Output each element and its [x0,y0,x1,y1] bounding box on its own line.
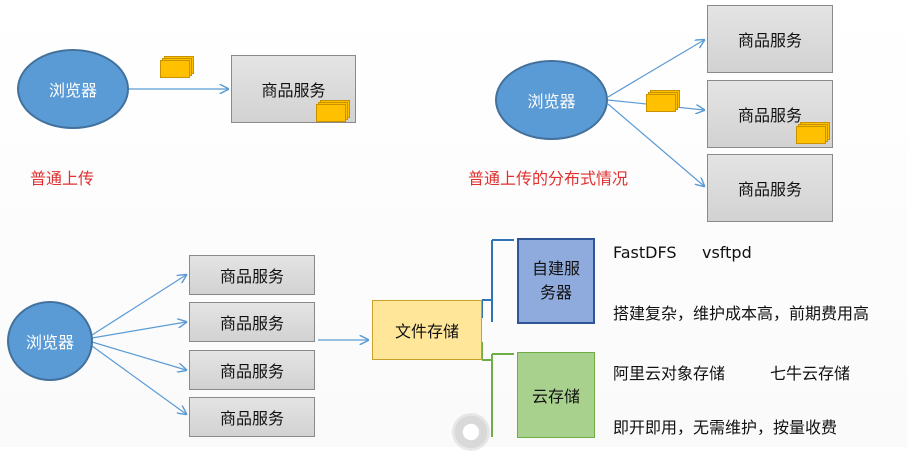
arrow-bottom-4 [91,345,186,414]
service-label: 商品服务 [737,106,802,125]
browser-node-bottom: 浏览器 [7,301,93,381]
file-icon [646,90,680,112]
service-label: 商品服务 [737,180,802,199]
browser-node-top-left: 浏览器 [17,49,129,129]
service-node-bottom-3: 商品服务 [189,350,315,390]
service-node-top-right-1: 商品服务 [707,5,833,73]
browser-node-top-right: 浏览器 [495,60,608,140]
browser-label: 浏览器 [48,81,97,100]
browser-label: 浏览器 [25,333,74,352]
self-built-server-node: 自建服务器 [517,238,595,324]
caption-normal-upload: 普通上传 [30,169,95,188]
bracket-cloud [481,342,514,437]
arrow-bottom-1 [91,275,186,336]
file-storage-label: 文件存储 [394,322,459,341]
arrow-bottom-2 [91,322,186,339]
arrow-bottom-3 [91,341,186,370]
service-label: 商品服务 [219,267,284,286]
service-label: 商品服务 [219,362,284,381]
service-node-top-right-3: 商品服务 [707,154,833,222]
service-label: 商品服务 [219,409,284,428]
file-icon [160,56,194,78]
arrow-top-right-3 [607,103,704,186]
cursor-highlight-icon [452,413,490,451]
service-label: 商品服务 [261,81,326,100]
cloud-note: 即开即用，无需维护，按量收费 [613,418,838,437]
file-icon [316,100,350,122]
tool-fastdfs: FastDFS [613,243,677,262]
cloud-label: 云存储 [531,387,580,406]
service-node-bottom-2: 商品服务 [189,302,315,342]
self-built-note: 搭建复杂，维护成本高，前期费用高 [613,304,870,323]
file-icon [796,122,830,144]
bracket-self-built [482,239,514,322]
cloud-option-aliyun: 阿里云对象存储 [613,364,726,383]
cloud-option-qiniu: 七牛云存储 [770,364,851,383]
service-label: 商品服务 [737,31,802,50]
browser-label: 浏览器 [527,92,576,111]
file-storage-node: 文件存储 [372,300,482,360]
service-node-bottom-1: 商品服务 [189,255,315,295]
service-label: 商品服务 [219,314,284,333]
tool-vsftpd: vsftpd [702,243,752,262]
caption-distributed-upload: 普通上传的分布式情况 [468,169,629,188]
cloud-storage-node: 云存储 [517,352,595,438]
self-built-label: 自建服务器 [531,259,580,302]
service-node-top-left: 商品服务 [231,55,356,123]
service-node-bottom-4: 商品服务 [189,397,315,437]
arrow-top-right-1 [607,40,704,98]
